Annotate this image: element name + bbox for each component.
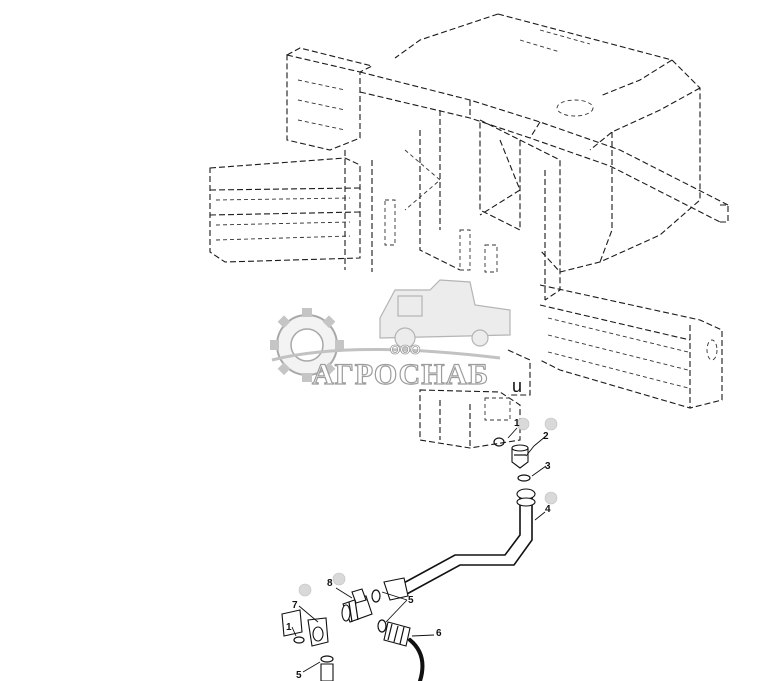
chassis-frame xyxy=(209,13,729,449)
rigid-tube-part-4 xyxy=(383,488,536,601)
callout-marker xyxy=(544,491,558,505)
callout-5-right: 5 xyxy=(408,595,414,606)
elbow-fitting-part-7 xyxy=(281,609,329,647)
watermark-logo: ООО АГРОСНАБ xyxy=(270,279,511,392)
flexible-hose-part-6 xyxy=(383,621,425,681)
callout-3: 3 xyxy=(545,461,551,472)
callout-6: 6 xyxy=(436,628,442,639)
callout-marker xyxy=(298,583,312,597)
oring-part-5-b xyxy=(377,619,387,633)
oring-part-1-upper xyxy=(493,437,505,447)
watermark-gear-icon xyxy=(270,308,344,382)
watermark-harvester-icon xyxy=(379,279,511,349)
callout-4: 4 xyxy=(545,504,551,515)
callout-marker xyxy=(544,417,558,431)
callout-5-lower: 5 xyxy=(296,670,302,681)
callout-7: 7 xyxy=(292,600,298,611)
hydraulic-parts xyxy=(281,437,536,681)
watermark-brand: АГРОСНАБ xyxy=(312,358,489,391)
callout-marker xyxy=(516,417,530,431)
callout-labels: 1 2 3 4 5 6 7 8 1 5 xyxy=(286,417,558,681)
oring-part-5-lower xyxy=(320,655,334,663)
callout-8: 8 xyxy=(327,578,333,589)
callout-1-upper: 1 xyxy=(514,418,520,429)
oring-part-3 xyxy=(517,474,531,482)
tee-fitting-part-8 xyxy=(341,588,373,623)
callout-1-lower: 1 xyxy=(286,622,292,633)
leader-lines xyxy=(291,427,547,673)
oring-part-1-lower xyxy=(293,636,305,644)
stray-character: u xyxy=(512,376,522,396)
callout-2: 2 xyxy=(543,431,549,442)
watermark-prefix: ООО xyxy=(390,342,420,357)
nut-part-lower xyxy=(320,663,334,681)
oring-part-5-a xyxy=(371,589,381,603)
elbow-fitting-part-2 xyxy=(511,444,529,469)
callout-marker xyxy=(332,572,346,586)
